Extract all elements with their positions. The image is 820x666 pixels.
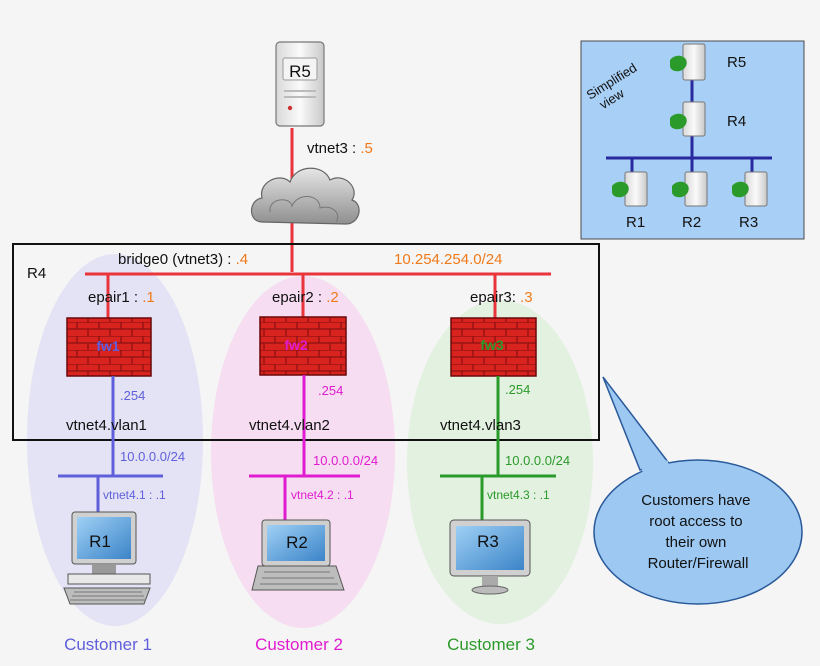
- bridge-label: bridge0 (vtnet3) : .4: [118, 251, 248, 268]
- firewall-1-icon: [66, 317, 152, 377]
- r4-box-label: R4: [27, 265, 46, 282]
- epair3-label: epair3: .3: [470, 289, 533, 306]
- fw1-label: fw1: [96, 338, 120, 354]
- host1-iface: vtnet4.1 : .1: [103, 488, 166, 502]
- host1-label: R1: [89, 532, 111, 551]
- monitor-icon: [449, 519, 531, 595]
- fw2-ip254: .254: [318, 383, 343, 398]
- fw2-label: fw2: [284, 337, 308, 353]
- cloud-icon: [250, 167, 360, 225]
- fw3-label: fw3: [480, 337, 504, 353]
- r4-box: [12, 243, 600, 441]
- inset-r5-mini-server-icon: [670, 43, 706, 81]
- inset-r4-label: R4: [727, 113, 746, 130]
- inset-r3-label: R3: [739, 214, 758, 231]
- customer-3-label: Customer 3: [447, 635, 535, 654]
- inset-r3-mini-server-icon: [732, 171, 768, 207]
- inset-r4-mini-server-icon: [670, 101, 706, 137]
- fw1-ip254: .254: [120, 388, 145, 403]
- net1-label: 10.0.0.0/24: [120, 449, 185, 464]
- desktop-computer-icon: [63, 511, 151, 605]
- callout-bubble: Customers have root access to their own …: [593, 376, 803, 605]
- fw3-ip254: .254: [505, 382, 530, 397]
- customer-2-label: Customer 2: [255, 635, 343, 654]
- r5-label: R5: [289, 62, 311, 81]
- vlan3-label: vtnet4.vlan3: [440, 417, 521, 434]
- laptop-icon: [251, 519, 345, 591]
- inset-r1-label: R1: [626, 214, 645, 231]
- branch-1: epair1 : .1 fw1 .254 vtnet4.vlan1 10.0.0…: [58, 274, 185, 654]
- net2-label: 10.0.0.0/24: [313, 453, 378, 468]
- simplified-view-inset: Simplifiedview R5 R4 R1 R2: [580, 40, 805, 240]
- customer-1-label: Customer 1: [64, 635, 152, 654]
- inset-r2-mini-server-icon: [672, 171, 708, 207]
- branch-2: epair2 : .2 fw2 .254 vtnet4.vlan2 10.0.0…: [249, 274, 378, 654]
- firewall-2-icon: [259, 316, 347, 376]
- branch-3: epair3: .3 fw3 .254 vtnet4.vlan3 10.0.0.…: [440, 274, 570, 654]
- vtnet3-label: vtnet3 : .5: [307, 140, 373, 157]
- callout-text: Customers have root access to their own …: [641, 492, 754, 572]
- net3-label: 10.0.0.0/24: [505, 453, 570, 468]
- host3-label: R3: [477, 532, 499, 551]
- epair1-label: epair1 : .1: [88, 289, 155, 306]
- vlan2-label: vtnet4.vlan2: [249, 417, 330, 434]
- inset-r1-mini-server-icon: [612, 171, 648, 207]
- host2-label: R2: [286, 533, 308, 552]
- host2-iface: vtnet4.2 : .1: [291, 488, 354, 502]
- inset-r5-label: R5: [727, 54, 746, 71]
- host3-iface: vtnet4.3 : .1: [487, 488, 550, 502]
- bridge-subnet: 10.254.254.0/24: [394, 251, 502, 268]
- r5-server-icon: [275, 41, 325, 127]
- firewall-3-icon: [450, 317, 537, 377]
- epair2-label: epair2 : .2: [272, 289, 339, 306]
- vlan1-label: vtnet4.vlan1: [66, 417, 147, 434]
- inset-r2-label: R2: [682, 214, 701, 231]
